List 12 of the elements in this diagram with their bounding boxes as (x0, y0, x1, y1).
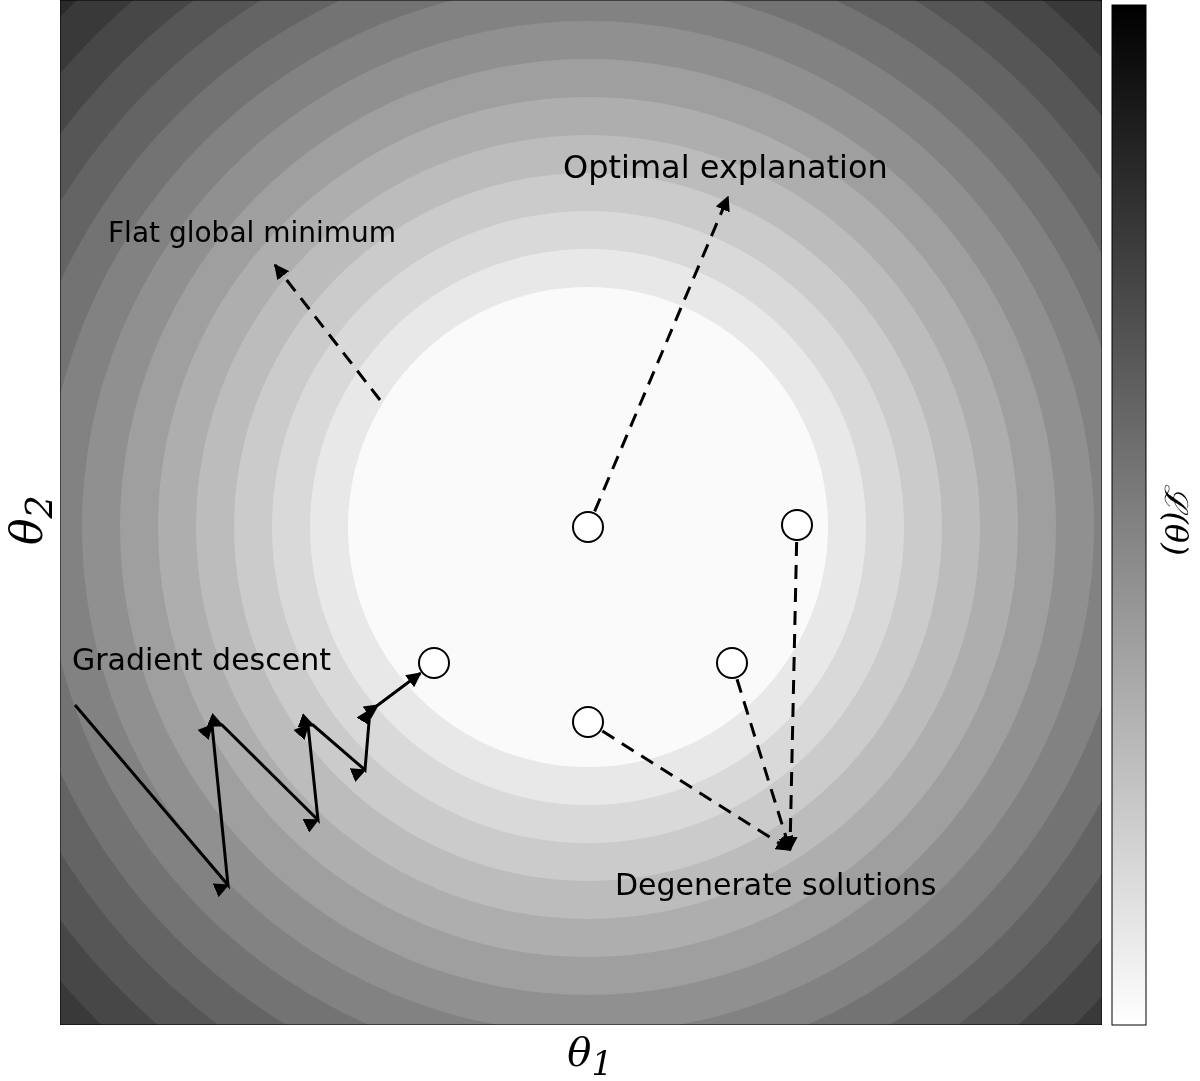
annotation-label: Flat global minimum (108, 218, 397, 249)
annotation-label: Degenerate solutions (615, 868, 937, 901)
annotation-label: Optimal explanation (563, 150, 888, 186)
zigzag-arrow (73, 672, 422, 897)
dashed-arrow (782, 541, 799, 852)
dashed-arrow (273, 263, 382, 401)
dashed-arrow (601, 729, 792, 852)
annotation-label: Gradient descent (72, 643, 331, 676)
x-axis-label: θ$_{1}$ (567, 1029, 613, 1081)
dashed-arrow (593, 195, 730, 512)
dashed-arrow (735, 678, 794, 852)
colorbar-label: ℒ(θ) (1157, 484, 1193, 556)
